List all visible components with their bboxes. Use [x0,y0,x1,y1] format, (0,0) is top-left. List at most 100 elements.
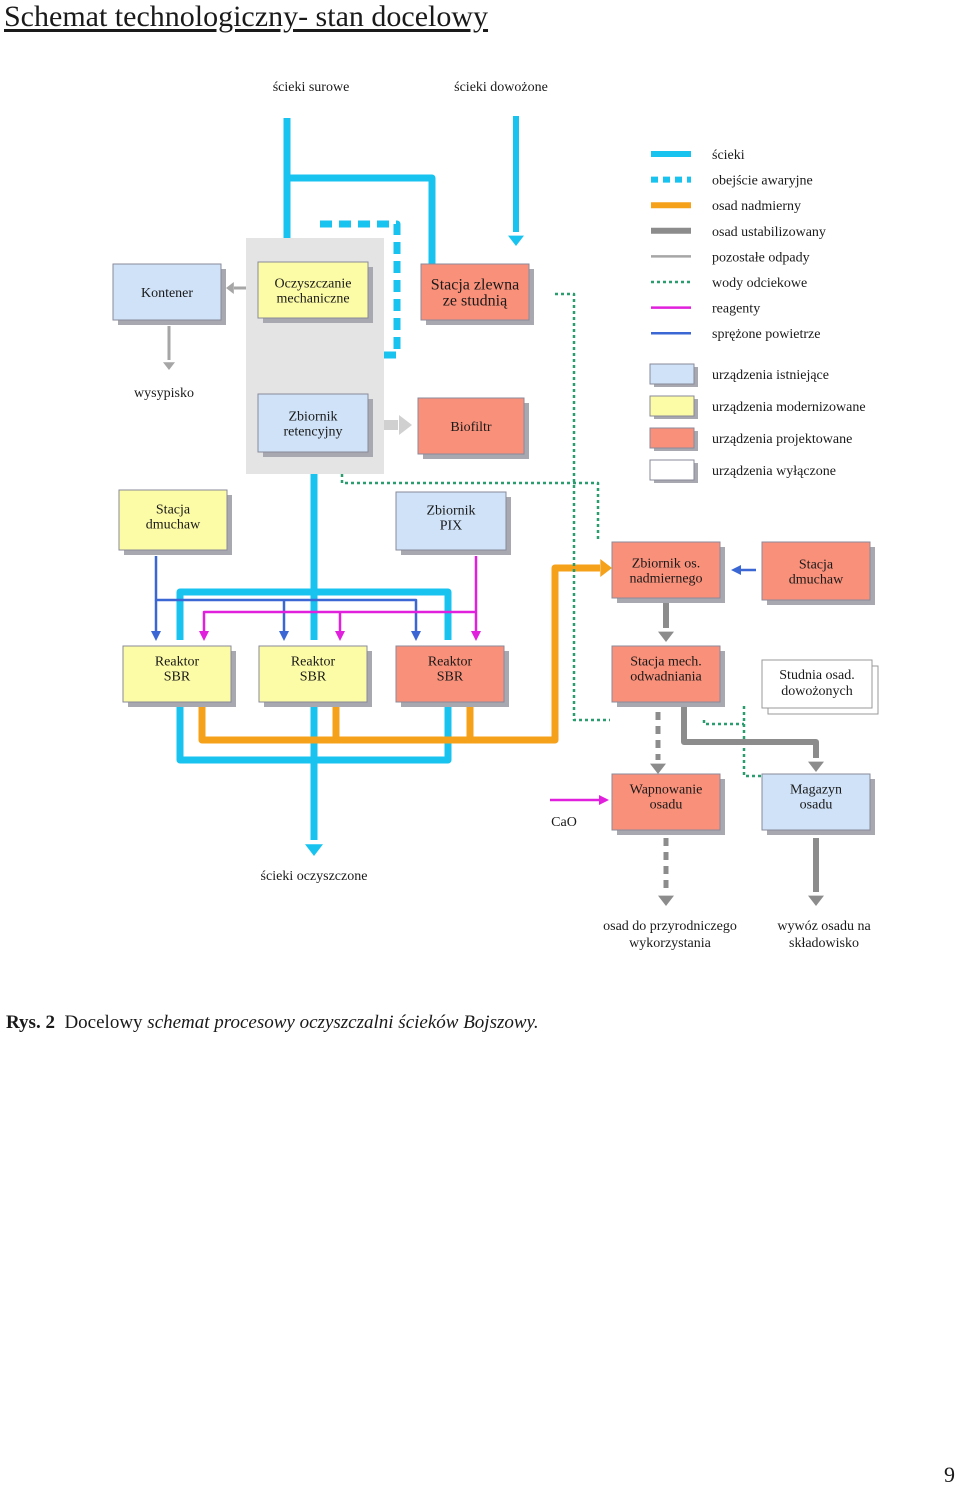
legend-line-3-label: osad ustabilizowany [712,225,826,240]
node-delivered-sludge-well: Studnia osad.dowożonych [761,659,879,715]
legend-line-1-label: obejście awaryjne [712,174,813,189]
node-surplus-tank: Zbiornik os.nadmiernego [611,541,725,603]
delivered-wastewater-arrowhead [508,235,524,246]
node-mech-treatment-box [257,261,369,319]
node-sbr-1-box [122,645,232,703]
legend-line-2-label: osad nadmierny [712,199,801,214]
landfill-label: wysypisko [134,386,194,401]
sludge-to-dewatering-arrowhead [658,631,674,642]
legend-box-3-swatch [649,459,695,481]
sbr1-outlet-line [176,706,318,840]
legend-box-2-label: urządzenia projektowane [712,432,852,447]
retention-to-biofilter-arrowhead [399,415,412,435]
node-delivered-sludge-well-box [761,659,873,709]
leachate-from-zlewna-line [555,292,610,722]
air-main-line [154,556,421,641]
node-biofilter: Biofiltr [417,397,529,459]
legend-line-4-label: pozostałe odpady [712,250,810,265]
container-to-landfill-arrowhead [163,362,175,370]
page-title: Schemat technologiczny- stan docelowy [4,0,489,33]
node-delivered-sludge-well-label: Studnia osad.dowożonych [779,668,854,699]
node-container-box [112,263,222,321]
node-container: Kontener [112,263,226,325]
legend-box-1-label: urządzenia modernizowane [712,400,866,415]
node-dewatering: Stacja mech.odwadniania [611,645,725,707]
node-dump-station-box [420,263,530,321]
node-dewatering-box [611,645,721,703]
legend-line-6-label: reagenty [712,302,760,317]
legend-box-0-label: urządzenia istniejące [712,368,829,383]
leachate-from-dewatering-line [702,720,744,726]
legend-line-0-label: ścieki [712,148,745,163]
page-number: 9 [944,1462,955,1487]
mech-to-container-arrowhead [226,282,234,294]
feed-to-sbr1-line [176,458,318,640]
raw-wastewater-label: ścieki surowe [273,80,350,95]
node-blower-2-box [761,541,871,601]
node-biofilter-label: Biofiltr [450,420,492,435]
dewatering-to-liming-arrowhead [650,763,666,774]
node-sbr-2-box [258,645,368,703]
zlewna-to-mech-line [290,174,436,264]
node-pix-tank-box [395,491,507,551]
node-liming-box [611,773,721,831]
caption-label: Rys. 2 [6,1012,55,1033]
node-sbr-3-box [395,645,505,703]
node-surplus-tank-label: Zbiornik os.nadmiernego [629,556,702,586]
dewatering-to-storage-arrowhead [808,761,824,772]
liming-to-natural-arrowhead [658,895,674,906]
legend-line-7-label: sprężone powietrze [712,327,820,342]
legend-box-0-swatch [649,363,695,385]
surplus-sludge-arrowhead [600,559,612,577]
legend-box-3-label: urządzenia wyłączone [712,464,836,479]
node-blower-1-box [118,489,228,551]
sbr3-outlet-line [314,706,452,764]
node-retention-tank-box [257,393,369,453]
node-container-label: Kontener [141,286,193,301]
reagent-to-sbr1-line [199,610,476,641]
figure-caption: Rys. 2 Docelowy schemat procesowy oczysz… [6,1012,539,1034]
treated-wastewater-label: ścieki oczyszczone [261,869,368,884]
legend-box-1-swatch [649,395,695,417]
caption-italic: schemat procesowy oczyszczalni ścieków B… [147,1012,539,1033]
feed-to-sbr3-line [314,588,452,640]
caption-normal: Docelowy [64,1012,143,1033]
storage-to-landfill-arrowhead [808,895,824,906]
dewatering-to-storage-line [681,706,819,758]
treated-outlet-arrowhead [305,844,323,856]
legend-box-2-swatch [649,427,695,449]
cao-label: CaO [551,815,577,830]
node-dewatering-label: Stacja mech.odwadniania [630,654,702,684]
legend-line-5-label: wody odciekowe [712,276,807,291]
node-surplus-tank-box [611,541,721,599]
node-biofilter-box [417,397,525,455]
node-sludge-storage-box [761,773,871,831]
surplus-sludge-main-line [198,564,600,744]
delivered-wastewater-label: ścieki dowożone [454,80,548,95]
